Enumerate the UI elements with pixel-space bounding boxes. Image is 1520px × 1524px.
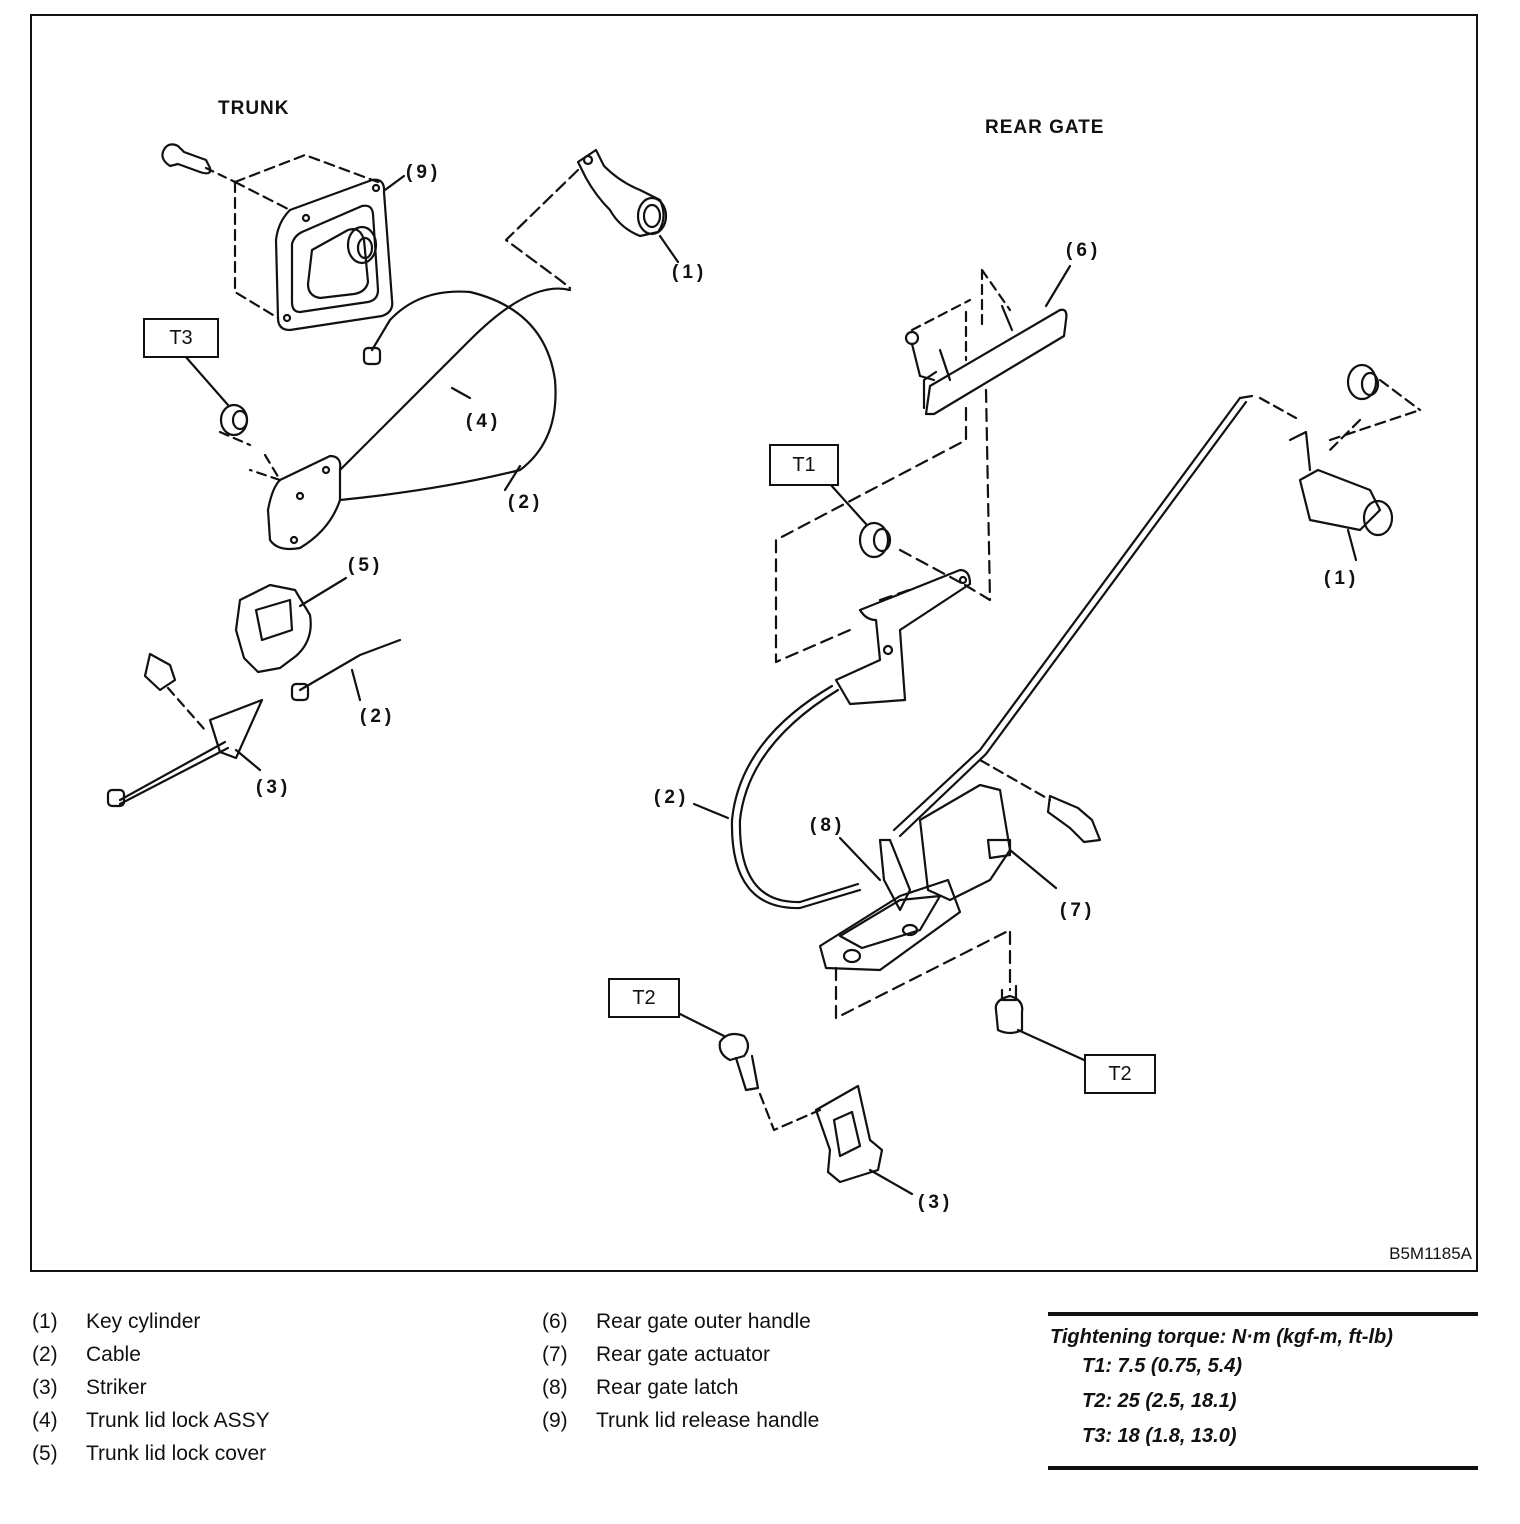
legend-item: (9)Trunk lid release handle <box>542 1409 820 1432</box>
diagram-frame <box>30 14 1478 1272</box>
callout-rear-gate-striker: (3) <box>918 1192 954 1213</box>
torque-value-t1: T1: 7.5 (0.75, 5.4) <box>1082 1355 1243 1377</box>
trunk-lock-assembly-part <box>218 430 342 551</box>
parts-legend-left: (1)Key cylinder (2)Cable (3)Striker (4)T… <box>32 1310 270 1475</box>
torque-value-t3: T3: 18 (1.8, 13.0) <box>1082 1425 1237 1447</box>
trunk-cable-lower <box>290 638 402 702</box>
torque-header: Tightening torque: N·m (kgf-m, ft-lb) <box>1050 1326 1393 1348</box>
callout-trunk-lock-cover: (5) <box>348 555 384 576</box>
trunk-release-handle-part <box>233 153 394 332</box>
torque-top-rule <box>1048 1312 1478 1316</box>
trunk-lock-cover-part <box>234 576 348 674</box>
rear-gate-key-cylinder-part <box>1258 378 1422 562</box>
rear-gate-section-title: REAR GATE <box>985 117 1105 138</box>
figure-id: B5M1185A <box>1389 1244 1472 1263</box>
legend-item: (5)Trunk lid lock cover <box>32 1442 267 1465</box>
trunk-striker-part <box>106 652 264 808</box>
rear-gate-cylinder-nut <box>1346 363 1380 401</box>
rear-gate-outer-handle-part <box>904 264 1072 416</box>
legend-item: (4)Trunk lid lock ASSY <box>32 1409 270 1432</box>
trunk-cable-upper <box>338 287 572 502</box>
rear-gate-t2-bolt-left <box>678 1012 822 1132</box>
torque-value-t2: T2: 25 (2.5, 18.1) <box>1082 1390 1237 1412</box>
legend-item: (7)Rear gate actuator <box>542 1343 770 1366</box>
rear-gate-latch-part <box>818 836 1012 1020</box>
legend-item: (1)Key cylinder <box>32 1310 201 1333</box>
callout-rear-gate-key-cylinder: (1) <box>1324 568 1360 589</box>
callout-rear-gate-actuator: (7) <box>1060 900 1096 921</box>
rear-gate-t1-nut <box>828 482 892 559</box>
torque-tag-t2-left: T2 <box>608 978 680 1018</box>
rear-gate-handle-bracket <box>834 568 972 706</box>
trunk-push-clip <box>161 143 237 184</box>
trunk-section-title: TRUNK <box>218 98 290 119</box>
rear-gate-actuator-bolt <box>1046 794 1102 844</box>
legend-item: (6)Rear gate outer handle <box>542 1310 811 1333</box>
callout-trunk-cable-upper: (2) <box>508 492 544 513</box>
torque-tag-t2-right: T2 <box>1084 1054 1156 1094</box>
callout-trunk-lock-assy: (4) <box>466 411 502 432</box>
torque-bottom-rule <box>1048 1466 1478 1470</box>
callout-trunk-striker: (3) <box>256 777 292 798</box>
rear-gate-cable <box>692 684 862 910</box>
rear-gate-t2-bolt-right <box>994 984 1086 1062</box>
callout-rear-gate-cable: (2) <box>654 787 690 808</box>
parts-legend-right: (6)Rear gate outer handle (7)Rear gate a… <box>542 1310 819 1442</box>
tightening-torque-table: Tightening torque: N·m (kgf-m, ft-lb) T1… <box>1048 1312 1478 1470</box>
callout-trunk-release-handle: (9) <box>406 162 442 183</box>
rear-gate-rod <box>892 394 1254 838</box>
trunk-key-cylinder-part <box>504 148 668 290</box>
torque-tag-t3: T3 <box>143 318 219 358</box>
callout-trunk-key-cylinder: (1) <box>672 262 708 283</box>
legend-item: (3)Striker <box>32 1376 147 1399</box>
rear-gate-actuator-part <box>918 758 1058 902</box>
rear-gate-striker-part <box>814 1084 914 1196</box>
callout-trunk-cable-lower: (2) <box>360 706 396 727</box>
trunk-t3-nut <box>219 403 249 437</box>
exploded-parts-diagram <box>106 143 1422 1196</box>
legend-item: (2)Cable <box>32 1343 141 1366</box>
legend-item: (8)Rear gate latch <box>542 1376 739 1399</box>
callout-rear-gate-outer-handle: (6) <box>1066 240 1102 261</box>
torque-tag-t1: T1 <box>769 444 839 486</box>
callout-rear-gate-latch: (8) <box>810 815 846 836</box>
